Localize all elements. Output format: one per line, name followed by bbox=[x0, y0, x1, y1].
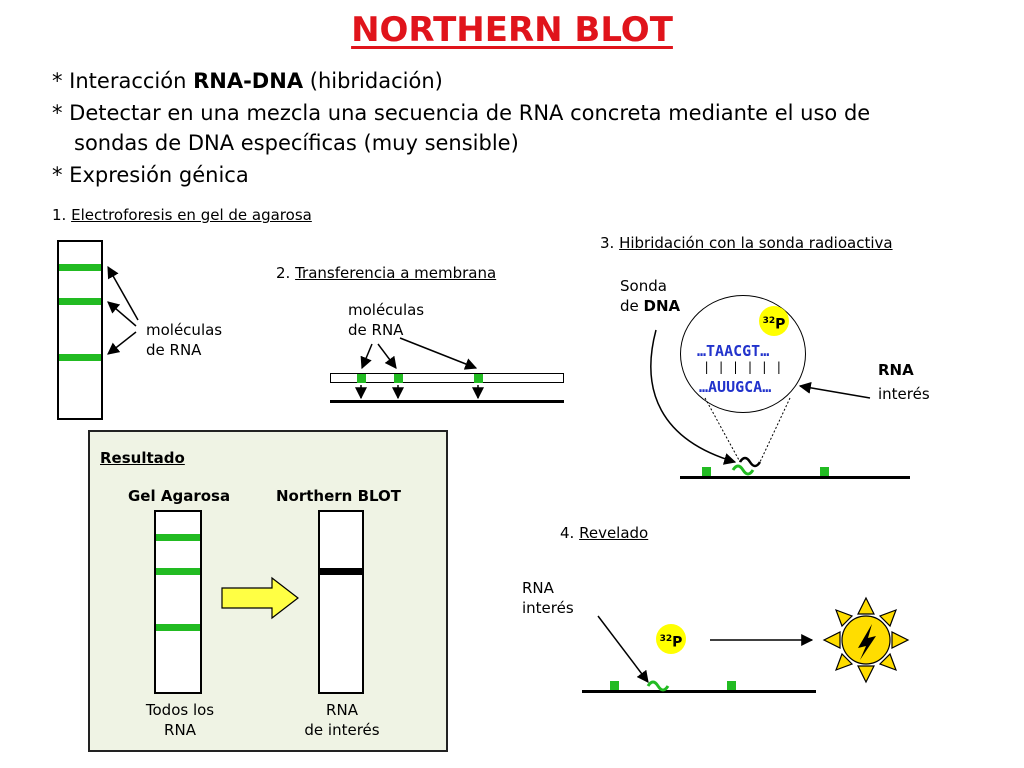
transfer-spot-1 bbox=[357, 374, 366, 383]
result-blot-lane bbox=[318, 510, 364, 694]
rna-target-sequence: …AUUGCA… bbox=[699, 378, 772, 396]
arrow-to-band-2 bbox=[107, 301, 137, 327]
result-gel-caption-line1: Todos los bbox=[145, 701, 215, 719]
rna-interest-pointer-2 bbox=[597, 615, 649, 683]
isotope-symbol-2: P bbox=[672, 634, 683, 651]
rna-molecules-label-2-line2: de RNA bbox=[348, 321, 404, 339]
section-1-label: Electroforesis en gel de agarosa bbox=[71, 206, 312, 224]
dna-probe-prefix: de bbox=[620, 297, 644, 315]
result-gel-caption: Todos los RNA bbox=[138, 700, 222, 740]
lightning-icon bbox=[858, 624, 876, 660]
rna-molecules-label-1-line1: moléculas bbox=[146, 321, 223, 339]
reveal-rna-squiggle bbox=[646, 680, 670, 692]
transfer-membrane bbox=[330, 400, 564, 403]
result-blot-caption-line1: RNA bbox=[326, 701, 358, 719]
rna-interest-label-1-line2: interés bbox=[878, 385, 930, 403]
result-heading: Resultado bbox=[100, 449, 185, 467]
page-title: NORTHERN BLOT bbox=[351, 10, 673, 50]
reveal-spot-1 bbox=[610, 681, 619, 690]
result-blot-title: Northern BLOT bbox=[276, 487, 402, 505]
arrow-to-spot-2 bbox=[377, 343, 397, 369]
bullet-interaction-prefix: * Interacción bbox=[52, 69, 194, 93]
section-2-heading: 2. Transferencia a membrana bbox=[276, 264, 497, 282]
hyb-spot-1 bbox=[702, 467, 711, 476]
bullet-interaction: * Interacción RNA-DNA (hibridación) bbox=[52, 66, 443, 96]
dna-probe-label-line2: de DNA bbox=[620, 296, 680, 316]
section-3-heading: 3. Hibridación con la sonda radioactiva bbox=[600, 234, 893, 252]
hybridization-membrane bbox=[680, 476, 910, 479]
isotope-32p-badge-1: 32P bbox=[759, 306, 789, 336]
rna-interest-label-2-line2: interés bbox=[522, 599, 574, 617]
dna-probe-bold: DNA bbox=[643, 297, 681, 315]
rna-interest-label-2: RNA interés bbox=[522, 578, 574, 618]
base-pairing-lines: | | | | | | bbox=[703, 360, 783, 374]
isotope-32p-badge-2: 32P bbox=[656, 624, 686, 654]
agarose-gel-lane bbox=[57, 240, 103, 420]
rna-molecules-label-2-line1: moléculas bbox=[348, 301, 425, 319]
result-gel-caption-line2: RNA bbox=[164, 721, 196, 739]
rna-molecules-label-1-line2: de RNA bbox=[146, 341, 202, 359]
dna-probe-sequence: …TAACGT… bbox=[697, 342, 770, 360]
bullet-detect-line2: sondas de DNA específicas (muy sensible) bbox=[74, 131, 519, 155]
section-4-heading: 4. Revelado bbox=[560, 524, 649, 542]
section-4-label: Revelado bbox=[579, 524, 649, 542]
result-gel-title: Gel Agarosa bbox=[128, 487, 231, 505]
transfer-gel-strip bbox=[330, 373, 564, 383]
section-2-number: 2 bbox=[276, 264, 286, 282]
bullet-interaction-suffix: (hibridación) bbox=[303, 69, 443, 93]
result-gel-band-2 bbox=[156, 568, 200, 575]
gel-pointer-arrows bbox=[107, 265, 139, 355]
reveal-spot-2 bbox=[727, 681, 736, 690]
hyb-spot-2 bbox=[820, 467, 829, 476]
isotope-mass-2: 32 bbox=[659, 634, 673, 644]
transfer-down-arrows bbox=[355, 385, 484, 400]
gel-band-1 bbox=[59, 264, 101, 271]
section-1-heading: 1. Electroforesis en gel de agarosa bbox=[52, 206, 312, 224]
rna-interest-label-1: RNA bbox=[878, 361, 914, 379]
gel-band-3 bbox=[59, 354, 101, 361]
exposure-sun-icon bbox=[822, 596, 910, 684]
rna-interest-pointer-1 bbox=[798, 381, 871, 399]
section-3-label: Hibridación con la sonda radioactiva bbox=[619, 234, 893, 252]
bullet-expression: * Expresión génica bbox=[52, 163, 249, 187]
isotope-mass-1: 32 bbox=[762, 316, 776, 326]
result-blot-band bbox=[320, 568, 362, 575]
rna-interest-label-2-line1: RNA bbox=[522, 579, 554, 597]
result-gel-band-1 bbox=[156, 534, 200, 541]
hybridized-rna-squiggle bbox=[731, 464, 755, 476]
section-4-number: 4 bbox=[560, 524, 570, 542]
arrow-to-band-1 bbox=[107, 265, 139, 321]
bullet-interaction-bold: RNA-DNA bbox=[193, 69, 304, 93]
probe-squiggle bbox=[738, 456, 762, 468]
arrow-to-spot-3 bbox=[399, 337, 478, 370]
result-gel-lane bbox=[154, 510, 202, 694]
rna-molecules-label-2: moléculas de RNA bbox=[348, 300, 424, 340]
result-gel-band-3 bbox=[156, 624, 200, 631]
rna-molecules-label-1: moléculas de RNA bbox=[146, 320, 222, 360]
result-blot-caption: RNA de interés bbox=[294, 700, 390, 740]
transfer-spot-3 bbox=[474, 374, 483, 383]
transfer-pointer-arrows bbox=[360, 337, 478, 370]
section-2-label: Transferencia a membrana bbox=[295, 264, 497, 282]
dna-probe-label-line1: Sonda bbox=[620, 277, 667, 295]
bullet-detect-line1: * Detectar en una mezcla una secuencia d… bbox=[52, 101, 871, 125]
result-blot-caption-line2: de interés bbox=[304, 721, 380, 739]
arrow-to-band-3 bbox=[107, 331, 137, 355]
reveal-membrane bbox=[582, 690, 816, 693]
isotope-symbol-1: P bbox=[775, 316, 786, 333]
dna-probe-label: Sonda de DNA bbox=[620, 276, 680, 316]
gel-band-2 bbox=[59, 298, 101, 305]
result-panel: Resultado Gel Agarosa Northern BLOT Todo… bbox=[88, 430, 448, 752]
transfer-spot-2 bbox=[394, 374, 403, 383]
arrow-to-spot-1 bbox=[360, 343, 373, 370]
section-1-number: 1 bbox=[52, 206, 62, 224]
section-3-number: 3 bbox=[600, 234, 610, 252]
